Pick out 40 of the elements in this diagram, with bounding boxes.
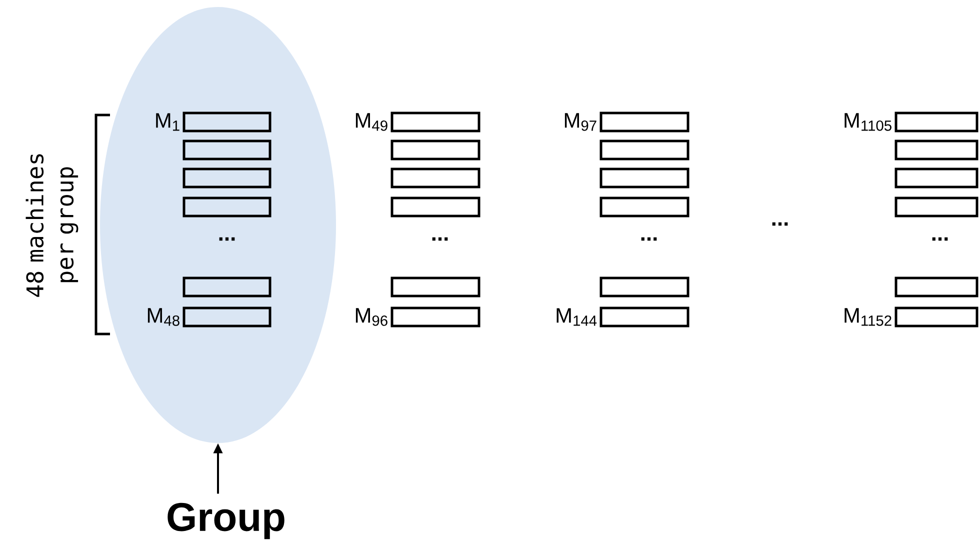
- machine-box: [600, 306, 690, 328]
- machine-label: M$_{144}$: [556, 308, 597, 326]
- machine-box: [894, 168, 978, 188]
- machine-box: [390, 140, 480, 160]
- machine-box: [600, 196, 690, 218]
- machine-box: [182, 112, 272, 132]
- ellipsis: ...: [932, 237, 948, 241]
- rotated-label: 48 machines per group: [26, 154, 78, 297]
- machine-label: M$_{1105}$: [844, 113, 892, 131]
- machine-box: [182, 276, 272, 298]
- machine-box: [390, 306, 480, 328]
- machine-box: [390, 196, 480, 218]
- machine-box: [894, 196, 978, 218]
- machine-box: [600, 140, 690, 160]
- machine-box: [600, 168, 690, 188]
- machine-box: [182, 140, 272, 160]
- machine-box: [390, 168, 480, 188]
- group-label: Group: [168, 502, 284, 540]
- machine-box: [182, 196, 272, 218]
- machine-label: M$_{97}$: [564, 113, 596, 131]
- machine-box: [894, 276, 978, 298]
- machine-label: M$_{96}$: [356, 308, 388, 326]
- machine-label: M$_{49}$: [356, 113, 388, 131]
- machine-box: [600, 112, 690, 132]
- machine-box: [600, 276, 690, 298]
- group-ellipse: [100, 7, 336, 443]
- machine-box: [894, 140, 978, 160]
- machine-label: M$_{1}$: [156, 113, 180, 131]
- machine-box: [390, 112, 480, 132]
- ellipsis: ...: [641, 237, 657, 241]
- machine-label: M$_{48}$: [148, 308, 180, 326]
- machine-box: [894, 306, 978, 328]
- ellipsis: ...: [219, 237, 235, 241]
- machine-box: [894, 112, 978, 132]
- machine-box: [182, 168, 272, 188]
- machine-box: [182, 306, 272, 328]
- ellipsis: ...: [772, 222, 788, 226]
- ellipsis: ...: [432, 237, 448, 241]
- machine-label: M$_{1152}$: [844, 308, 892, 326]
- machine-box: [390, 276, 480, 298]
